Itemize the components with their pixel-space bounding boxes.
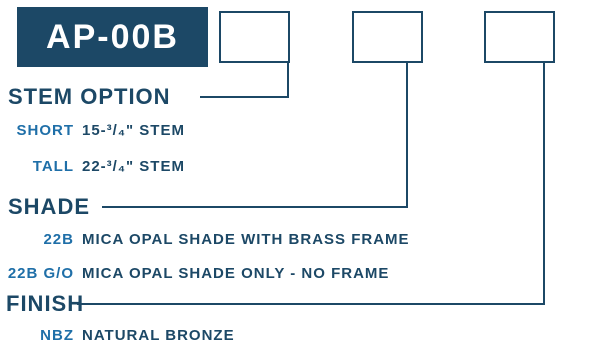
stem-tall-code: TALL [32, 158, 74, 175]
shade-22bgo-desc: MICA OPAL SHADE ONLY - NO FRAME [82, 265, 390, 282]
stem-option-heading: STEM OPTION [8, 84, 171, 109]
shade-22b-desc: MICA OPAL SHADE WITH BRASS FRAME [82, 231, 410, 248]
stem-option-connector [200, 63, 289, 98]
stem-option-slot [219, 11, 290, 63]
shade-heading: SHADE [8, 194, 91, 219]
model-number-box: AP-00B [17, 7, 208, 67]
shade-22b-code: 22B [43, 231, 74, 248]
stem-tall-desc: 22-³/₄" STEM [82, 158, 185, 175]
finish-heading: FINISH [6, 291, 85, 316]
shade-slot [352, 11, 423, 63]
stem-short-desc: 15-³/₄" STEM [82, 122, 185, 139]
finish-slot [484, 11, 555, 63]
finish-connector [77, 63, 545, 305]
model-number: AP-00B [46, 17, 179, 56]
stem-short-code: SHORT [16, 122, 74, 139]
finish-nbz-code: NBZ [40, 327, 74, 344]
finish-nbz-desc: NATURAL BRONZE [82, 327, 235, 344]
shade-22bgo-code: 22B G/O [7, 265, 74, 282]
shade-connector [102, 63, 408, 208]
